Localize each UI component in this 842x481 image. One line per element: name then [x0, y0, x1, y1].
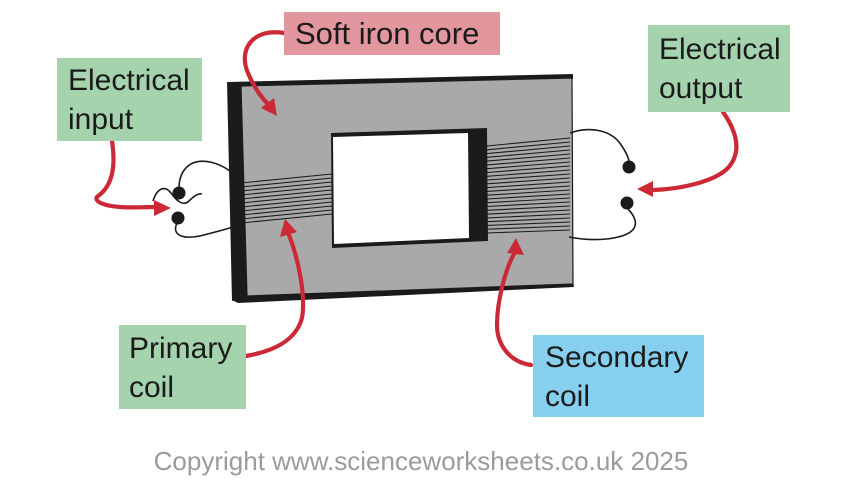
coil-turn-line [486, 229, 571, 234]
primary-coil-arrowhead-icon [280, 219, 297, 237]
coil-turn-line [486, 217, 571, 223]
coil-turn-line [240, 181, 333, 192]
secondary-coil-line1: Secondary [545, 341, 689, 374]
coil-turn-line [240, 177, 333, 188]
coil-turn-line [486, 137, 571, 147]
coil-turn-line [486, 213, 571, 219]
coil-turn-line [240, 201, 333, 212]
coil-turn-line [486, 149, 571, 158]
coil-turn-line [486, 193, 571, 200]
soft-iron-core-arrow [242, 30, 287, 107]
input-terminal-top [172, 186, 186, 200]
input-top-wire [178, 160, 242, 189]
input-terminal-bottom [171, 211, 185, 225]
coil-turn-line [486, 185, 571, 192]
soft-iron-core-arrowhead-icon [261, 98, 277, 116]
electrical-output-arrow [651, 109, 739, 193]
coil-turn-line [486, 177, 571, 185]
coil-turn-line [486, 157, 571, 166]
coil-turn-line [240, 189, 333, 200]
coil-turn-line [240, 185, 333, 196]
coil-turn-line [240, 197, 333, 208]
primary-coil-winding [240, 173, 333, 224]
window-opening [333, 133, 469, 244]
coil-turn-line [486, 221, 571, 226]
coil-turn-line [240, 193, 333, 204]
coil-turn-line [486, 181, 571, 189]
coil-turn-line [240, 173, 333, 184]
electrical-input-label: Electrical input [57, 58, 202, 141]
secondary-coil-arrowhead-icon [507, 238, 524, 255]
output-bottom-wire [568, 207, 637, 241]
coil-turn-line [486, 141, 571, 151]
coil-turn-line [486, 205, 571, 211]
coil-turn-line [486, 201, 571, 208]
coil-turn-line [240, 209, 333, 220]
soft-iron-core-label-text: Soft iron core [295, 16, 480, 51]
coil-turn-line [486, 209, 571, 215]
coil-turn-line [486, 225, 571, 230]
primary-coil-arrow [243, 232, 306, 359]
electrical-input-arrow [94, 138, 159, 210]
electrical-input-line2: input [68, 103, 134, 136]
electrical-input-arrowhead-icon [154, 200, 171, 216]
output-terminal-top [622, 160, 636, 174]
secondary-coil-winding [486, 137, 571, 234]
output-top-wire [569, 128, 630, 163]
primary-coil-line2: coil [129, 371, 175, 404]
primary-coil-line1: Primary [129, 332, 233, 365]
primary-coil-label: Primary coil [119, 325, 246, 409]
electrical-output-arrowhead-icon [637, 181, 653, 197]
electrical-input-line1: Electrical [68, 64, 190, 97]
electrical-output-line1: Electrical [659, 33, 781, 66]
secondary-coil-arrow [494, 251, 534, 368]
electrical-output-label: Electrical output [648, 25, 790, 112]
output-terminal-bottom [620, 196, 634, 210]
coil-turn-line [486, 153, 571, 162]
coil-turn-line [240, 205, 333, 216]
ac-wave-squiggle-icon [152, 187, 203, 205]
coil-turn-line [486, 161, 571, 170]
coil-turn-line [486, 145, 571, 155]
coil-turn-line [240, 213, 333, 224]
coil-turn-line [486, 189, 571, 196]
soft-iron-core-label: Soft iron core [284, 12, 500, 55]
secondary-coil-line2: coil [545, 380, 591, 413]
copyright-text: Copyright www.scienceworksheets.co.uk 20… [153, 446, 689, 476]
coil-turn-line [486, 169, 571, 177]
coil-turn-line [486, 165, 571, 174]
electrical-output-line2: output [659, 72, 743, 105]
coil-turn-line [486, 173, 571, 181]
input-bottom-wire [174, 222, 244, 238]
secondary-coil-label: Secondary coil [533, 335, 704, 417]
coil-turn-line [486, 197, 571, 204]
